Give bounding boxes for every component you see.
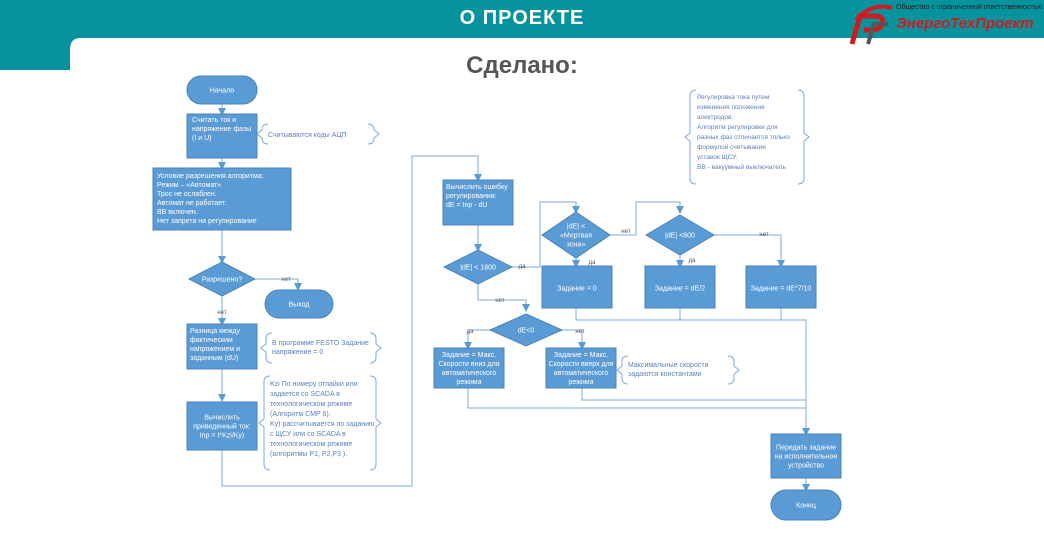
allowed-label: Разрешено? xyxy=(202,276,243,283)
page-title: О ПРОЕКТЕ xyxy=(459,7,585,29)
connector-dead-600 xyxy=(610,201,684,236)
check-1800-decision xyxy=(442,249,514,285)
label-no-allowed: нет xyxy=(281,277,290,283)
logo-company-type: Общество с ограниченной ответственностью xyxy=(896,4,1043,11)
allowed-decision xyxy=(187,261,257,297)
check-600-decision xyxy=(645,214,715,256)
connector-calc-error xyxy=(221,155,482,487)
label-no-1800: нет xyxy=(495,298,504,304)
connector-down-send xyxy=(581,388,806,401)
calc-process xyxy=(186,401,258,451)
diff-process xyxy=(186,323,258,370)
connector-allowed-exit xyxy=(255,278,302,291)
start-label: Начало xyxy=(210,87,234,94)
exit-label: Выход xyxy=(289,301,310,308)
task-zero-label: Задание = 0 xyxy=(557,285,597,292)
logo-company-name: ЭнергоТехПроект xyxy=(896,15,1034,32)
connector-sign-up xyxy=(464,329,490,350)
check-1800-label: |dE| < 1800 xyxy=(460,264,496,271)
company-logo: Общество с ограниченной ответственностью… xyxy=(848,0,1044,48)
task-max-down-process xyxy=(545,347,617,389)
error-process xyxy=(442,179,514,226)
label-yes-dead: да xyxy=(589,260,597,266)
label-no-sign: нет xyxy=(575,329,584,335)
sign-decision xyxy=(488,313,564,347)
connector-1800-dead xyxy=(512,201,580,268)
conditions-label: Условие разрешения алгоритма:Режим – «Ав… xyxy=(157,173,264,225)
send-process xyxy=(770,433,842,479)
start-terminal xyxy=(186,75,258,105)
label-no-600: нет xyxy=(759,232,768,238)
slide-subtitle: Сделано: xyxy=(466,52,578,79)
connector-zero-send xyxy=(575,308,810,436)
task-710-process xyxy=(745,265,817,309)
exit-terminal xyxy=(264,289,334,319)
end-terminal xyxy=(770,489,842,521)
label-yes-sign: да xyxy=(467,329,475,335)
check-dead-decision xyxy=(541,211,611,259)
calc-note-brace xyxy=(258,375,382,471)
end-label: Конец xyxy=(796,502,816,509)
connector-sign-down xyxy=(562,329,586,350)
diff-note-brace xyxy=(260,332,382,364)
check-600-label: |dE| <600 xyxy=(665,232,695,239)
label-no-diff: нет xyxy=(217,310,226,316)
connector-1800-sign xyxy=(477,284,530,312)
label-yes-1800: да xyxy=(519,264,527,270)
read-note-brace xyxy=(256,123,380,145)
logo-emblem-icon xyxy=(849,4,893,45)
label-no-dead: нет xyxy=(621,229,630,235)
task-zero-process xyxy=(541,265,613,309)
label-yes-600: да xyxy=(689,258,697,264)
max-note-brace xyxy=(616,355,740,385)
task-710-label: Задание = dE*7/10 xyxy=(751,285,812,292)
read-process xyxy=(186,113,258,159)
sign-label: dE<0 xyxy=(518,327,535,334)
conditions-process xyxy=(152,167,292,231)
task-half-label: Задание = dE/2 xyxy=(655,285,705,292)
task-half-process xyxy=(644,265,716,309)
header-bar xyxy=(0,0,1044,70)
connector-up-send xyxy=(467,388,806,409)
read-note: Считываются коды АЦП xyxy=(268,132,347,139)
task-max-up-process xyxy=(433,347,505,389)
connector-600-710 xyxy=(714,234,785,268)
side-note-brace xyxy=(684,89,810,185)
